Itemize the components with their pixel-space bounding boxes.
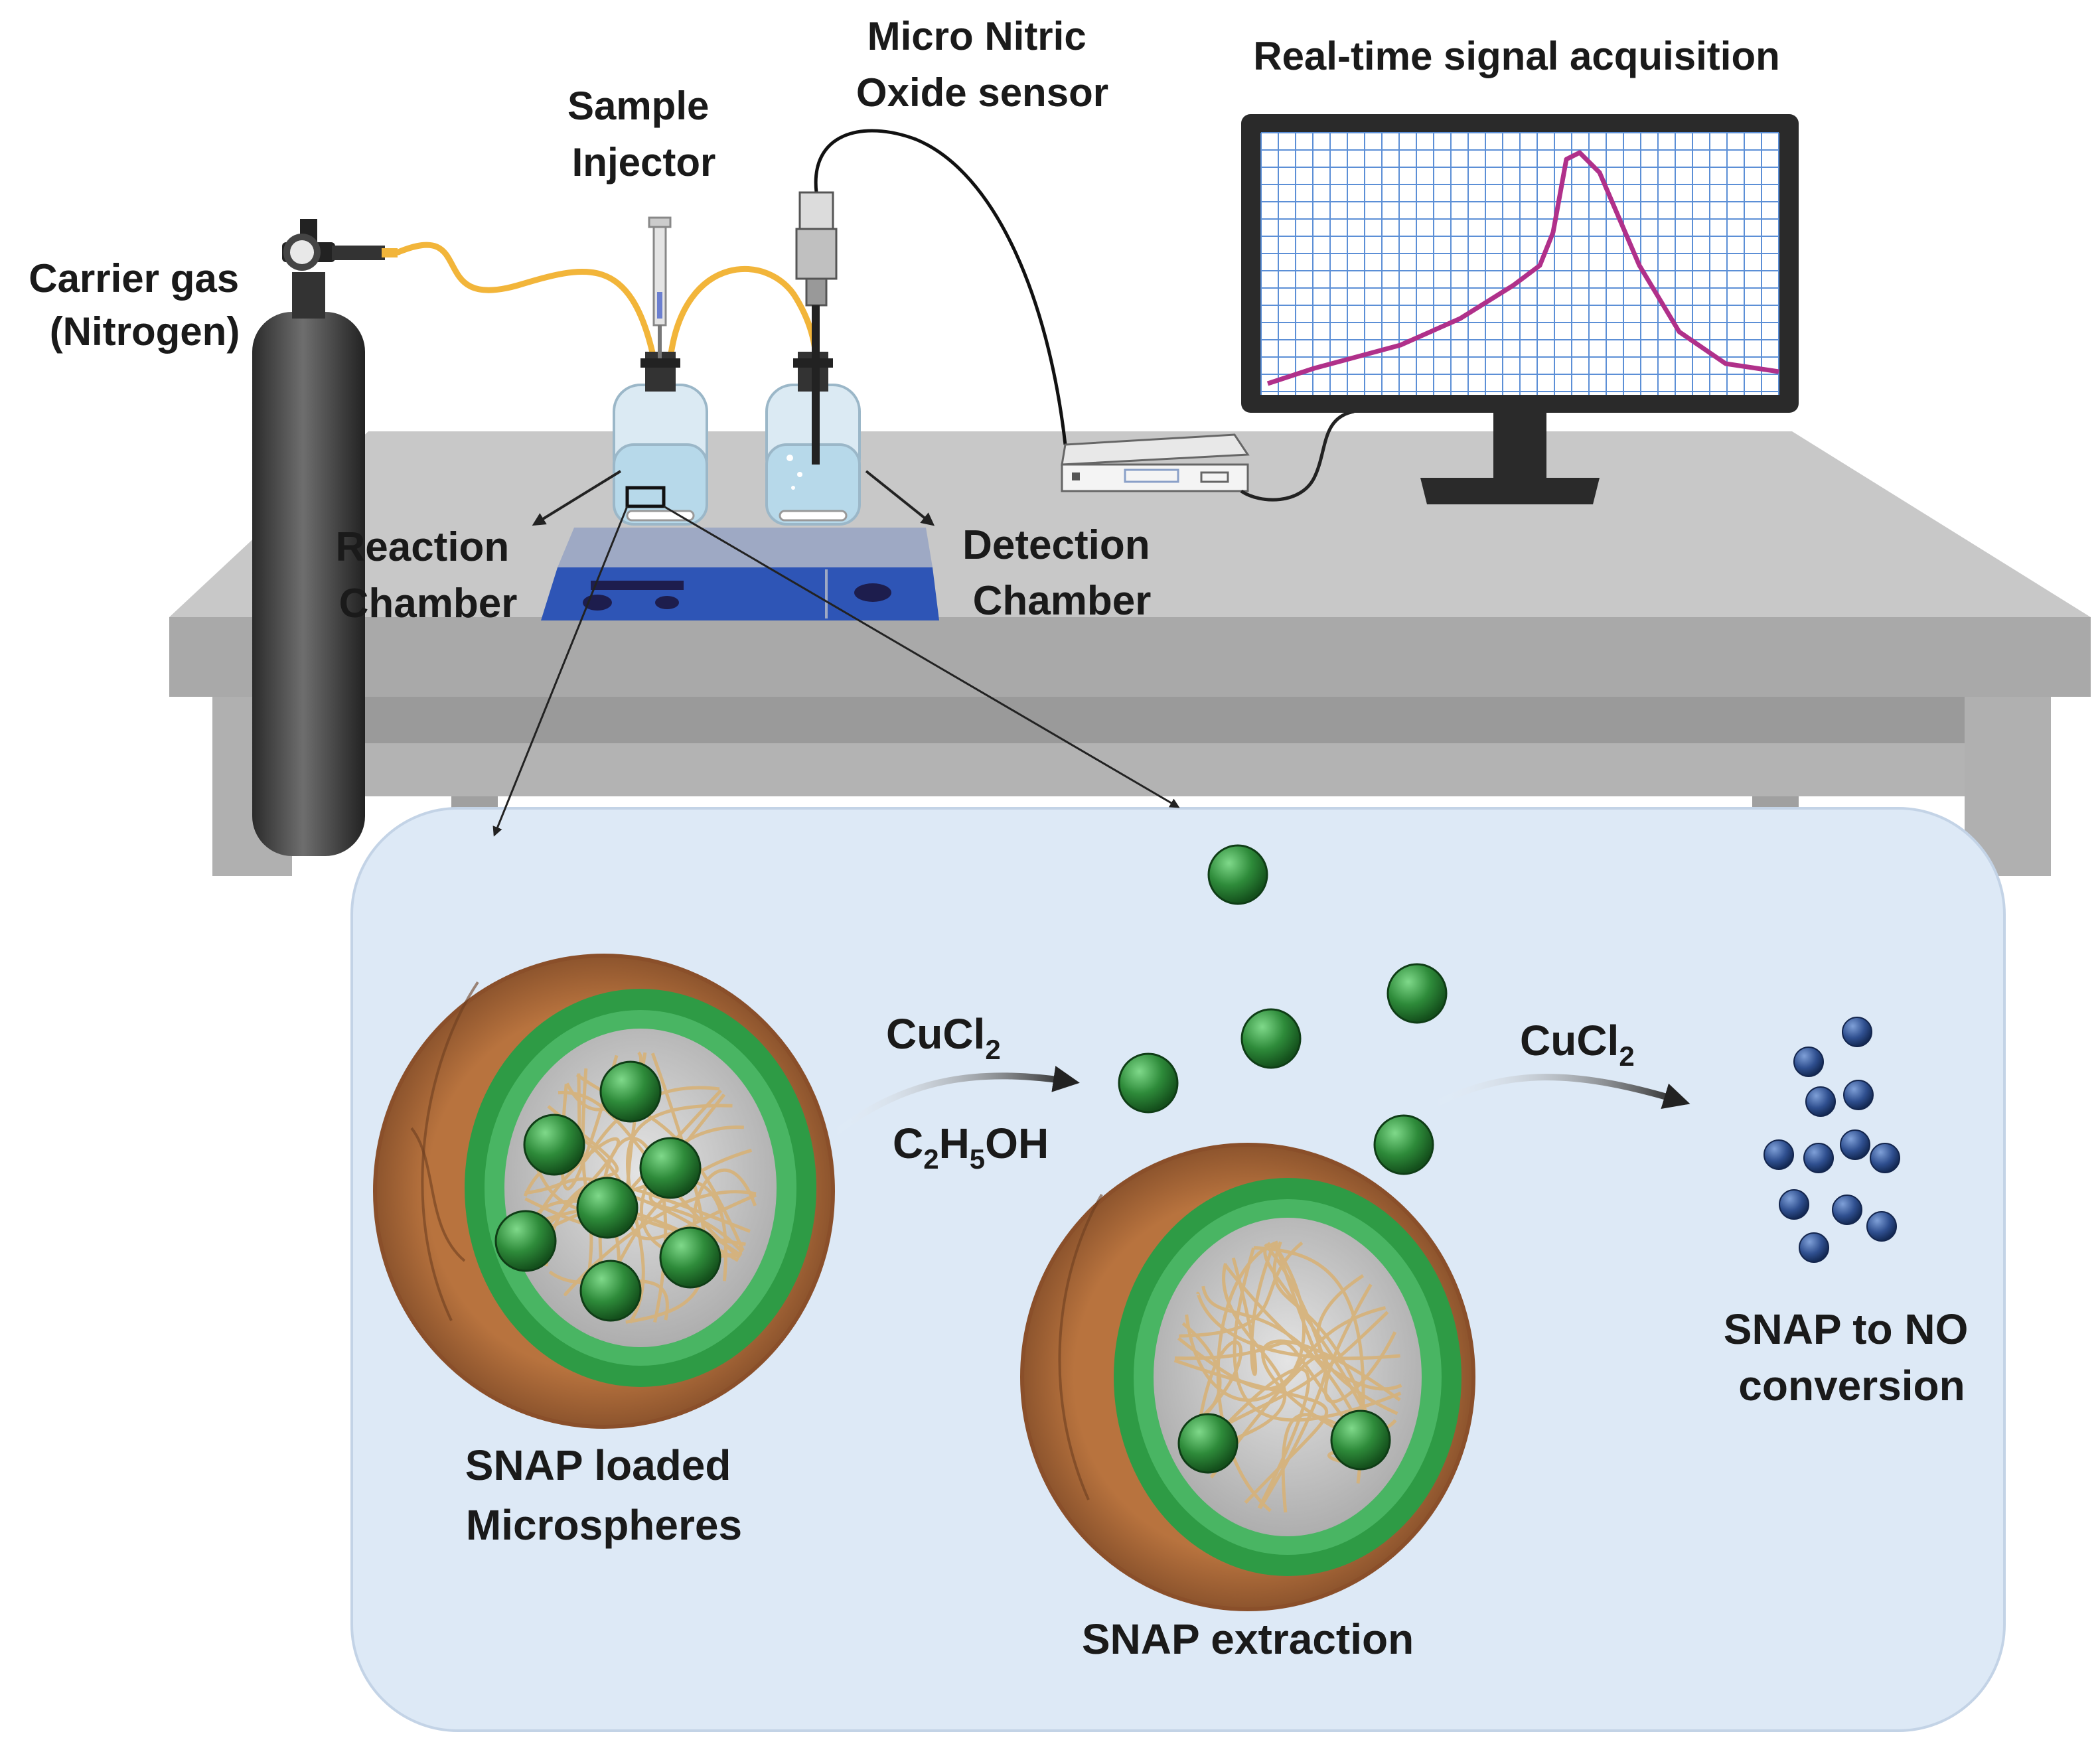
reaction-chamber-label: Reaction Chamber xyxy=(335,524,520,626)
snap-particle xyxy=(1240,1008,1302,1069)
snap-extracted-microsphere xyxy=(1020,1143,1475,1611)
snap-particle xyxy=(1177,1413,1238,1474)
snap-particle xyxy=(639,1137,702,1199)
fiber xyxy=(1209,1353,1329,1510)
signal-acquisition-unit xyxy=(1061,409,1355,502)
snap-particle xyxy=(576,1177,638,1239)
gas-cylinder-icon xyxy=(252,219,398,856)
reaction-chamber-bottle xyxy=(613,216,708,526)
fiber xyxy=(1233,1247,1402,1422)
snap-loaded-microsphere xyxy=(373,954,835,1429)
no-sensor-label: Micro Nitric Oxide sensor xyxy=(856,14,1108,115)
fiber xyxy=(1264,1242,1328,1373)
step1-reagent-ethanol: C2H5OH xyxy=(893,1120,1049,1175)
no-particle xyxy=(1842,1017,1872,1047)
extraction-label: SNAP extraction xyxy=(1082,1615,1414,1663)
no-particle xyxy=(1870,1143,1900,1173)
no-particle xyxy=(1843,1080,1874,1110)
step2-reagent-cucl2: CuCl2 xyxy=(1520,1017,1635,1072)
fiber xyxy=(1182,1340,1242,1457)
snap-particle xyxy=(579,1260,642,1322)
zoom-line-right xyxy=(663,505,1180,808)
snap-particle xyxy=(1373,1114,1434,1175)
fiber xyxy=(1323,1283,1397,1404)
fiber xyxy=(1177,1306,1387,1391)
fiber xyxy=(626,1052,757,1241)
snap-particle xyxy=(659,1226,721,1289)
zoom-line-left xyxy=(492,506,629,837)
fiber xyxy=(1263,1242,1386,1451)
carrier-gas-label: Carrier gas (Nitrogen) xyxy=(29,256,250,354)
no-sensor-probe xyxy=(795,129,1067,465)
signal-trace xyxy=(1266,150,1779,386)
no-particle xyxy=(1779,1189,1809,1220)
fiber xyxy=(1196,1291,1400,1360)
reaction-chamber-arrow xyxy=(532,470,622,526)
no-particle xyxy=(1803,1143,1834,1173)
step1-arrow xyxy=(830,1066,1080,1137)
stir-plate xyxy=(541,528,939,620)
detection-chamber-label: Detection Chamber xyxy=(962,522,1162,624)
no-particle xyxy=(1866,1211,1897,1242)
monitor xyxy=(1241,114,1799,504)
snap-particle xyxy=(1387,963,1448,1024)
fiber xyxy=(1201,1285,1378,1463)
no-particle xyxy=(1805,1086,1836,1117)
step2-arrow xyxy=(1432,1074,1690,1110)
snap-particle xyxy=(494,1210,557,1272)
no-particle xyxy=(1793,1047,1824,1077)
snap-particles-loaded xyxy=(494,1060,721,1322)
fiber xyxy=(563,1190,757,1296)
fiber xyxy=(1192,1263,1287,1454)
sample-injector-label: Sample Injector xyxy=(567,84,720,184)
signal-acquisition-label: Real-time signal acquisition xyxy=(1253,34,1780,78)
fiber xyxy=(524,1177,751,1233)
step1-reagent-cucl2: CuCl2 xyxy=(886,1010,1001,1065)
snap-particle xyxy=(1207,844,1268,905)
monitor-grid xyxy=(1260,132,1779,395)
detection-chamber-arrow xyxy=(865,470,935,526)
snap-particle xyxy=(1118,1052,1179,1114)
no-particle xyxy=(1799,1232,1829,1263)
snap-particle xyxy=(599,1060,662,1123)
conversion-label: SNAP to NO conversion xyxy=(1724,1305,1980,1410)
no-particle xyxy=(1840,1129,1870,1160)
snap-particles-remaining xyxy=(1177,1410,1391,1474)
fiber xyxy=(1179,1241,1304,1338)
snap-particles-released xyxy=(1118,844,1448,1175)
microspheres-label: SNAP loaded Microspheres xyxy=(465,1441,743,1549)
snap-particle xyxy=(1330,1410,1391,1471)
no-particles xyxy=(1763,1017,1900,1263)
no-particle xyxy=(1832,1195,1862,1225)
snap-particle xyxy=(523,1114,585,1176)
no-particle xyxy=(1763,1139,1794,1170)
